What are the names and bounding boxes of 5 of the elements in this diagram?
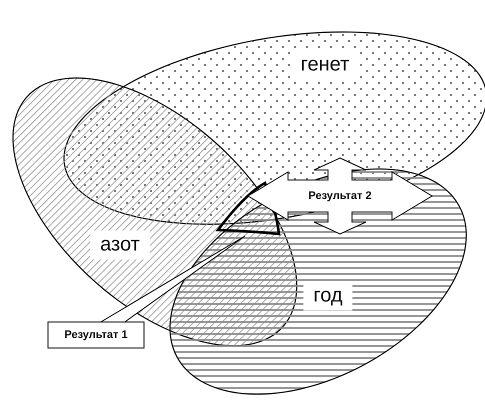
label: азот [90,230,150,260]
label: генет [290,50,360,80]
label: Результат 1 [63,329,129,341]
leader-line [98,236,246,322]
label: Результат 2 [307,190,373,202]
